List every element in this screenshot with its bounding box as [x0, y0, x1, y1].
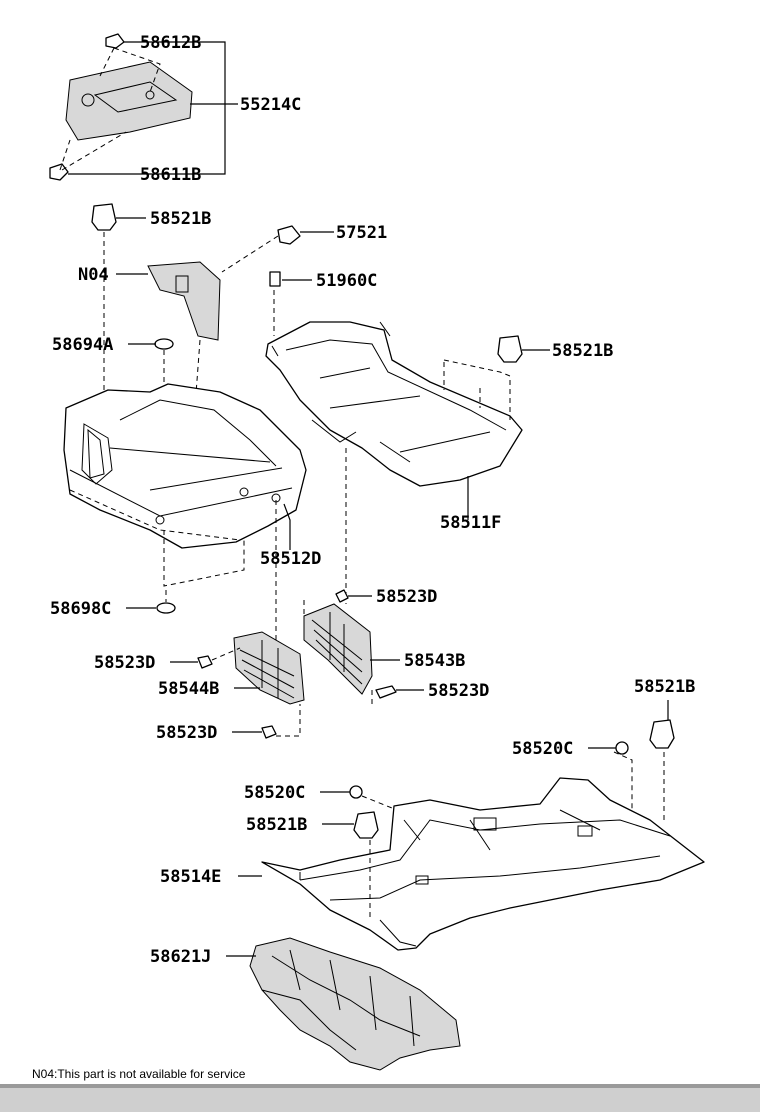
label-58698c: 58698C	[50, 599, 111, 619]
label-51960c: 51960C	[316, 271, 377, 291]
grid-cover-58544b	[233, 631, 305, 705]
label-58611b: 58611B	[140, 165, 201, 185]
label-58544b: 58544B	[158, 679, 219, 699]
clip-57521-icon	[277, 225, 301, 245]
carpet-58514e	[261, 777, 705, 951]
grid-cover-58543b	[303, 603, 373, 695]
label-58512d: 58512D	[260, 549, 321, 569]
clip-58611b-icon	[49, 163, 69, 181]
bolt-58523d-b-icon	[375, 685, 397, 699]
clip-58521b-icon	[91, 203, 117, 231]
label-58511f: 58511F	[440, 513, 501, 533]
label-58523d-a: 58523D	[376, 587, 437, 607]
bolt-58523d-c-icon	[197, 655, 213, 669]
under-cover-58511f	[265, 321, 523, 487]
clip-58520c-left-icon	[349, 785, 363, 799]
footnote: N04:This part is not available for servi…	[32, 1067, 246, 1081]
label-58612b: 58612B	[140, 33, 201, 53]
under-cover-58512d	[63, 383, 307, 549]
label-55214c: 55214C	[240, 95, 301, 115]
label-58521b-lower-right: 58521B	[634, 677, 695, 697]
insulator-58621j	[249, 937, 461, 1071]
label-58523d-c: 58523D	[94, 653, 155, 673]
label-58521b-top: 58521B	[150, 209, 211, 229]
clip-58521b-lower-right-icon	[649, 719, 675, 749]
grommet-58698c-icon	[156, 602, 176, 614]
label-58520c-left: 58520C	[244, 783, 305, 803]
label-58523d-d: 58523D	[156, 723, 217, 743]
clip-58521b-lower-left-icon	[353, 811, 379, 839]
bolt-58523d-icon	[335, 589, 349, 603]
clip-58521b-right-icon	[497, 335, 523, 363]
seal-51960c-icon	[269, 271, 281, 287]
label-58694a: 58694A	[52, 335, 113, 355]
clip-58612b-icon	[105, 33, 125, 49]
bolt-58523d-d-icon	[261, 725, 277, 739]
clip-58520c-right-icon	[615, 741, 629, 755]
label-58520c-right: 58520C	[512, 739, 573, 759]
label-58543b: 58543B	[404, 651, 465, 671]
scan-noise-band	[0, 1084, 760, 1112]
label-58621j: 58621J	[150, 947, 211, 967]
label-58521b-lower-left: 58521B	[246, 815, 307, 835]
bracket-n04	[147, 261, 221, 341]
label-58523d-b: 58523D	[428, 681, 489, 701]
grommet-58694a-icon	[154, 338, 174, 350]
label-57521: 57521	[336, 223, 387, 243]
label-58514e: 58514E	[160, 867, 221, 887]
label-n04: N04	[78, 265, 109, 285]
label-58521b-right: 58521B	[552, 341, 613, 361]
shield-55214c	[65, 61, 193, 141]
